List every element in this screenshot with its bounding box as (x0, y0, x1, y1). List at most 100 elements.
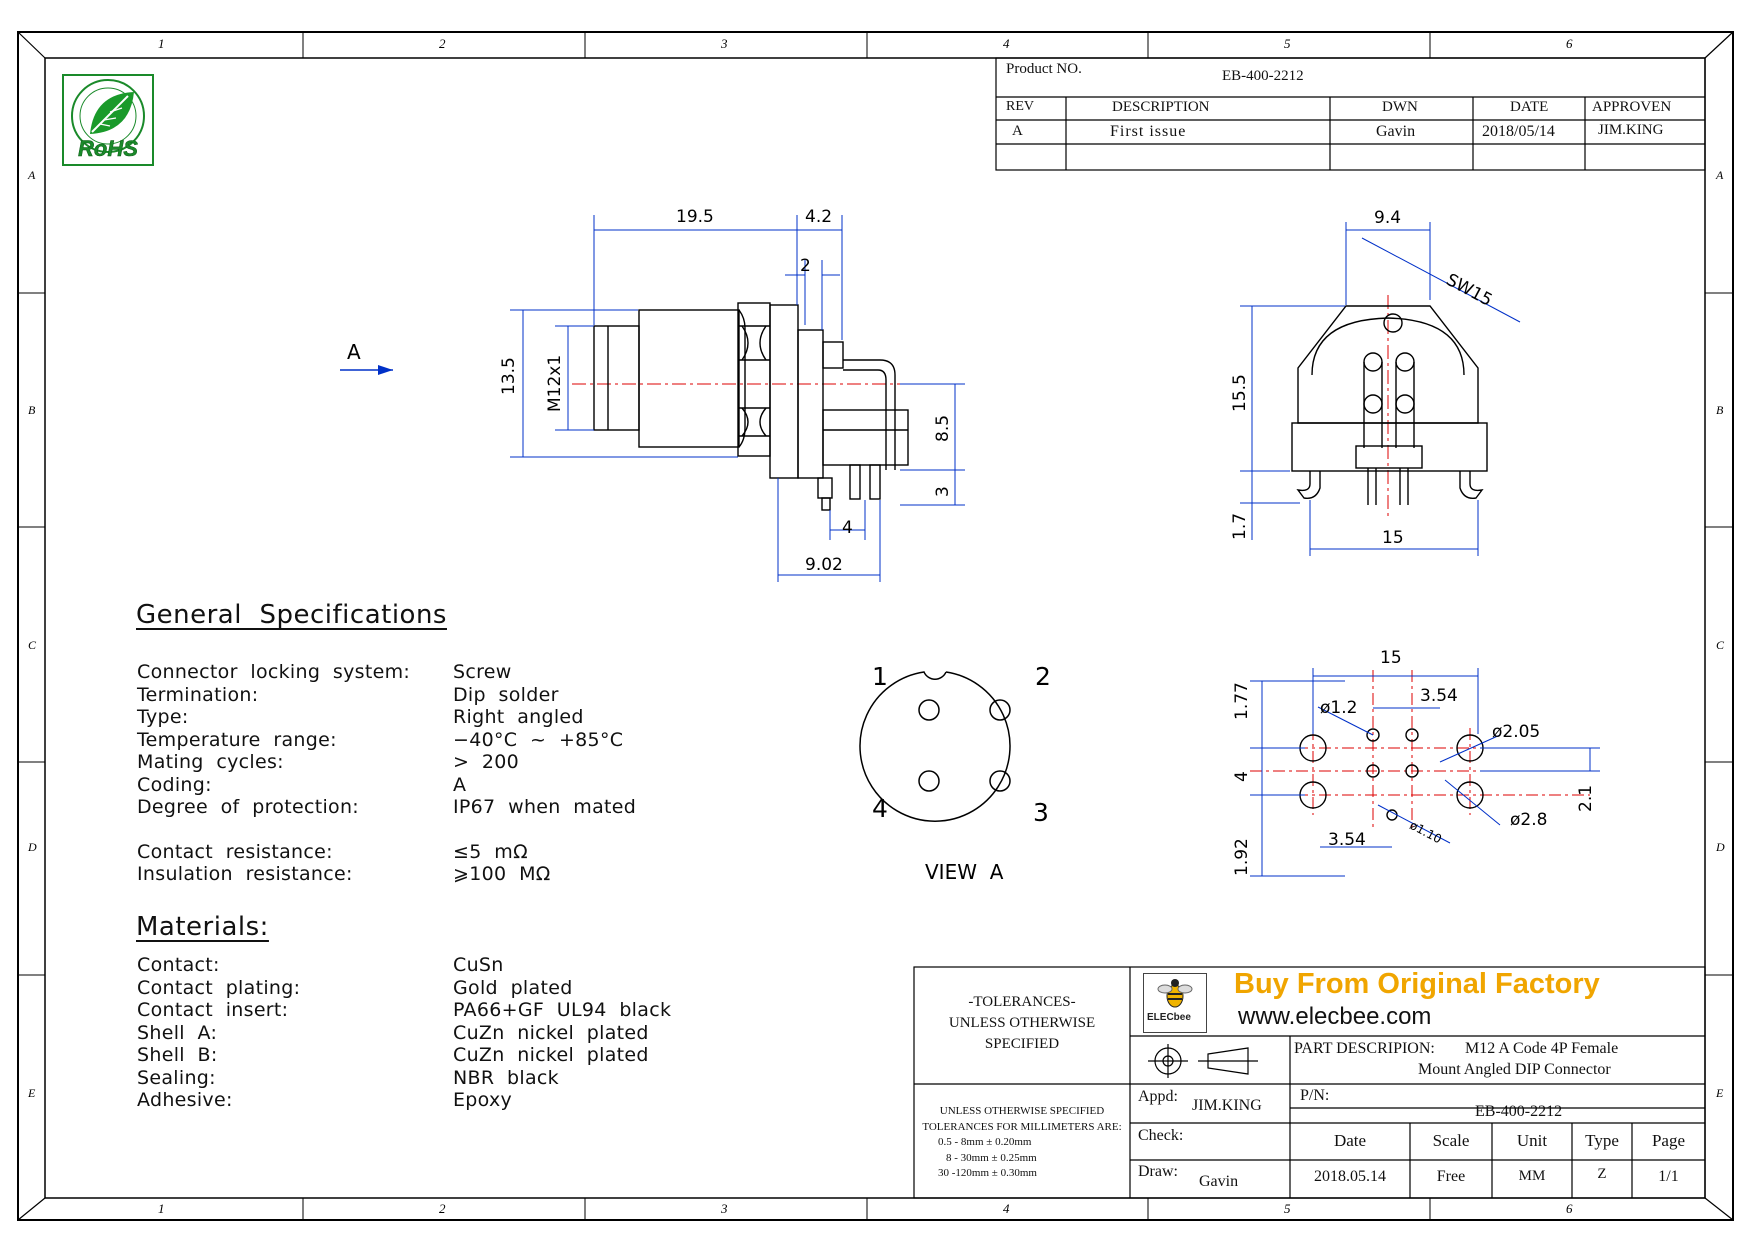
materials-title: Materials: (136, 912, 269, 942)
row-label-d: D (28, 840, 37, 854)
col-label-1-bottom: 1 (158, 1201, 165, 1216)
part-description-line-2: Mount Angled DIP Connector (1418, 1061, 1611, 1078)
outer-border (17, 31, 1734, 1221)
spec-label: Contact plating: (137, 976, 301, 999)
rev-header: REV (1006, 99, 1034, 114)
row-label-e: E (28, 1086, 36, 1100)
spec-label: Sealing: (137, 1066, 216, 1089)
website-link[interactable]: www.elecbee.com (1238, 1003, 1432, 1030)
dwn-value: Gavin (1376, 123, 1416, 140)
dim-3-54-top: 3.54 (1420, 686, 1458, 706)
view-a-drawing (859, 671, 1011, 822)
row-label-b-right: B (1716, 403, 1724, 417)
col-label-4: 4 (1003, 36, 1010, 51)
draw-value: Gavin (1199, 1173, 1239, 1190)
appd-label: Appd: (1138, 1088, 1178, 1105)
tolerances-title-line-2: UNLESS OTHERWISE (948, 1015, 1096, 1031)
spec-label: Type: (137, 706, 189, 728)
spec-value: Right angled (453, 706, 584, 728)
description-header: DESCRIPTION (1112, 99, 1210, 115)
dim-15-pcb: 15 (1380, 648, 1402, 668)
spec-value: Screw (453, 661, 512, 683)
row-label-a: A (28, 168, 36, 182)
spec-value: CuZn nickel plated (453, 1044, 649, 1066)
rohs-text: RoHS (78, 136, 138, 162)
spec-label: Mating cycles: (137, 751, 284, 773)
dim-2: 2 (800, 256, 811, 276)
spec-label: Temperature range: (137, 728, 337, 751)
elecbee-logo: ELECbee (1143, 973, 1207, 1033)
dim-3: 3 (933, 486, 953, 497)
col-label-3-bottom: 3 (721, 1201, 728, 1216)
spec-label: Coding: (137, 773, 212, 796)
pin-label-4: 4 (872, 794, 888, 823)
type-col-value: Z (1597, 1166, 1607, 1182)
page-col-header: Page (1651, 1131, 1686, 1150)
date-header: DATE (1510, 99, 1549, 115)
dim-15-5: 15.5 (1230, 374, 1250, 412)
dim-dia-1-2: ø1.2 (1320, 698, 1358, 718)
spec-value: ≤5 mΩ (453, 840, 528, 863)
pcb-layout-drawing (1250, 668, 1600, 877)
col-label-6: 6 (1566, 36, 1573, 51)
dim-8-5: 8.5 (933, 414, 953, 442)
spec-label: Contact resistance: (137, 840, 333, 863)
row-label-c: C (28, 638, 37, 652)
check-label: Check: (1138, 1127, 1184, 1144)
col-label-4-bottom: 4 (1003, 1201, 1010, 1216)
col-label-1: 1 (158, 36, 165, 51)
unit-col-header: Unit (1516, 1131, 1548, 1150)
row-label-a-right: A (1716, 168, 1724, 182)
col-label-5: 5 (1284, 36, 1291, 51)
tolerances-title-line-3: SPECIFIED (984, 1036, 1060, 1052)
pin-label-2: 2 (1035, 662, 1051, 691)
general-specifications-title: General Specifications (136, 600, 447, 630)
elecbee-logo-text: ELECbee (1147, 1012, 1191, 1023)
date-value: 2018/05/14 (1482, 123, 1555, 140)
col-label-6-bottom: 6 (1566, 1201, 1573, 1216)
rohs-logo: RoHS (62, 74, 154, 166)
dwn-header: DWN (1382, 99, 1418, 115)
spec-label: Shell B: (137, 1044, 218, 1066)
tolerance-notes: UNLESS OTHERWISE SPECIFIED TOLERANCES FO… (914, 1104, 1130, 1182)
dim-9-02: 9.02 (805, 555, 843, 575)
spec-value: A (453, 773, 467, 796)
spec-value: PA66+GF UL94 black (453, 999, 672, 1021)
product-no-value: EB-400-2212 (1222, 68, 1304, 84)
spec-label: Degree of protection: (137, 796, 359, 818)
pin-label-1: 1 (872, 662, 888, 691)
view-a-caption: VIEW A (925, 860, 1004, 884)
row-label-c-right: C (1716, 638, 1725, 652)
spec-label: Contact: (137, 954, 220, 976)
tolerances-title-line-1: -TOLERANCES- (968, 994, 1076, 1010)
spec-label: Shell A: (137, 1021, 218, 1044)
unit-col-value: MM (1518, 1168, 1546, 1184)
dim-4-2: 4.2 (805, 207, 833, 227)
col-label-5-bottom: 5 (1284, 1201, 1291, 1216)
spec-value: CuSn (453, 954, 504, 976)
dim-13-5: 13.5 (499, 357, 519, 395)
rev-value: A (1012, 123, 1023, 139)
type-col-header: Type (1585, 1131, 1619, 1150)
approven-value: JIM.KING (1598, 122, 1664, 138)
dim-4-pcb: 4 (1232, 771, 1252, 782)
tolerance-note-5: 30 -120mm ± 0.30mm (938, 1167, 1037, 1179)
row-label-b: B (28, 403, 36, 417)
dim-15-front: 15 (1382, 528, 1404, 548)
title-block-grid (913, 57, 1706, 1199)
dim-4: 4 (842, 518, 853, 538)
dim-2-1: 2.1 (1576, 784, 1596, 812)
product-no-label: Product NO. (1006, 61, 1082, 77)
dim-m12x1: M12x1 (545, 354, 565, 412)
page-col-value: 1/1 (1658, 1168, 1679, 1185)
inner-border (44, 57, 1706, 1199)
pn-label: P/N: (1300, 1087, 1330, 1104)
spec-value: NBR black (453, 1066, 559, 1089)
draw-label: Draw: (1138, 1163, 1178, 1180)
spec-value: ⩾100 MΩ (453, 863, 551, 885)
tolerance-note-3: 0.5 - 8mm ± 0.20mm (938, 1136, 1032, 1148)
approven-header: APPROVEN (1592, 99, 1672, 115)
tolerance-note-2: TOLERANCES FOR MILLIMETERS ARE: (922, 1120, 1122, 1133)
